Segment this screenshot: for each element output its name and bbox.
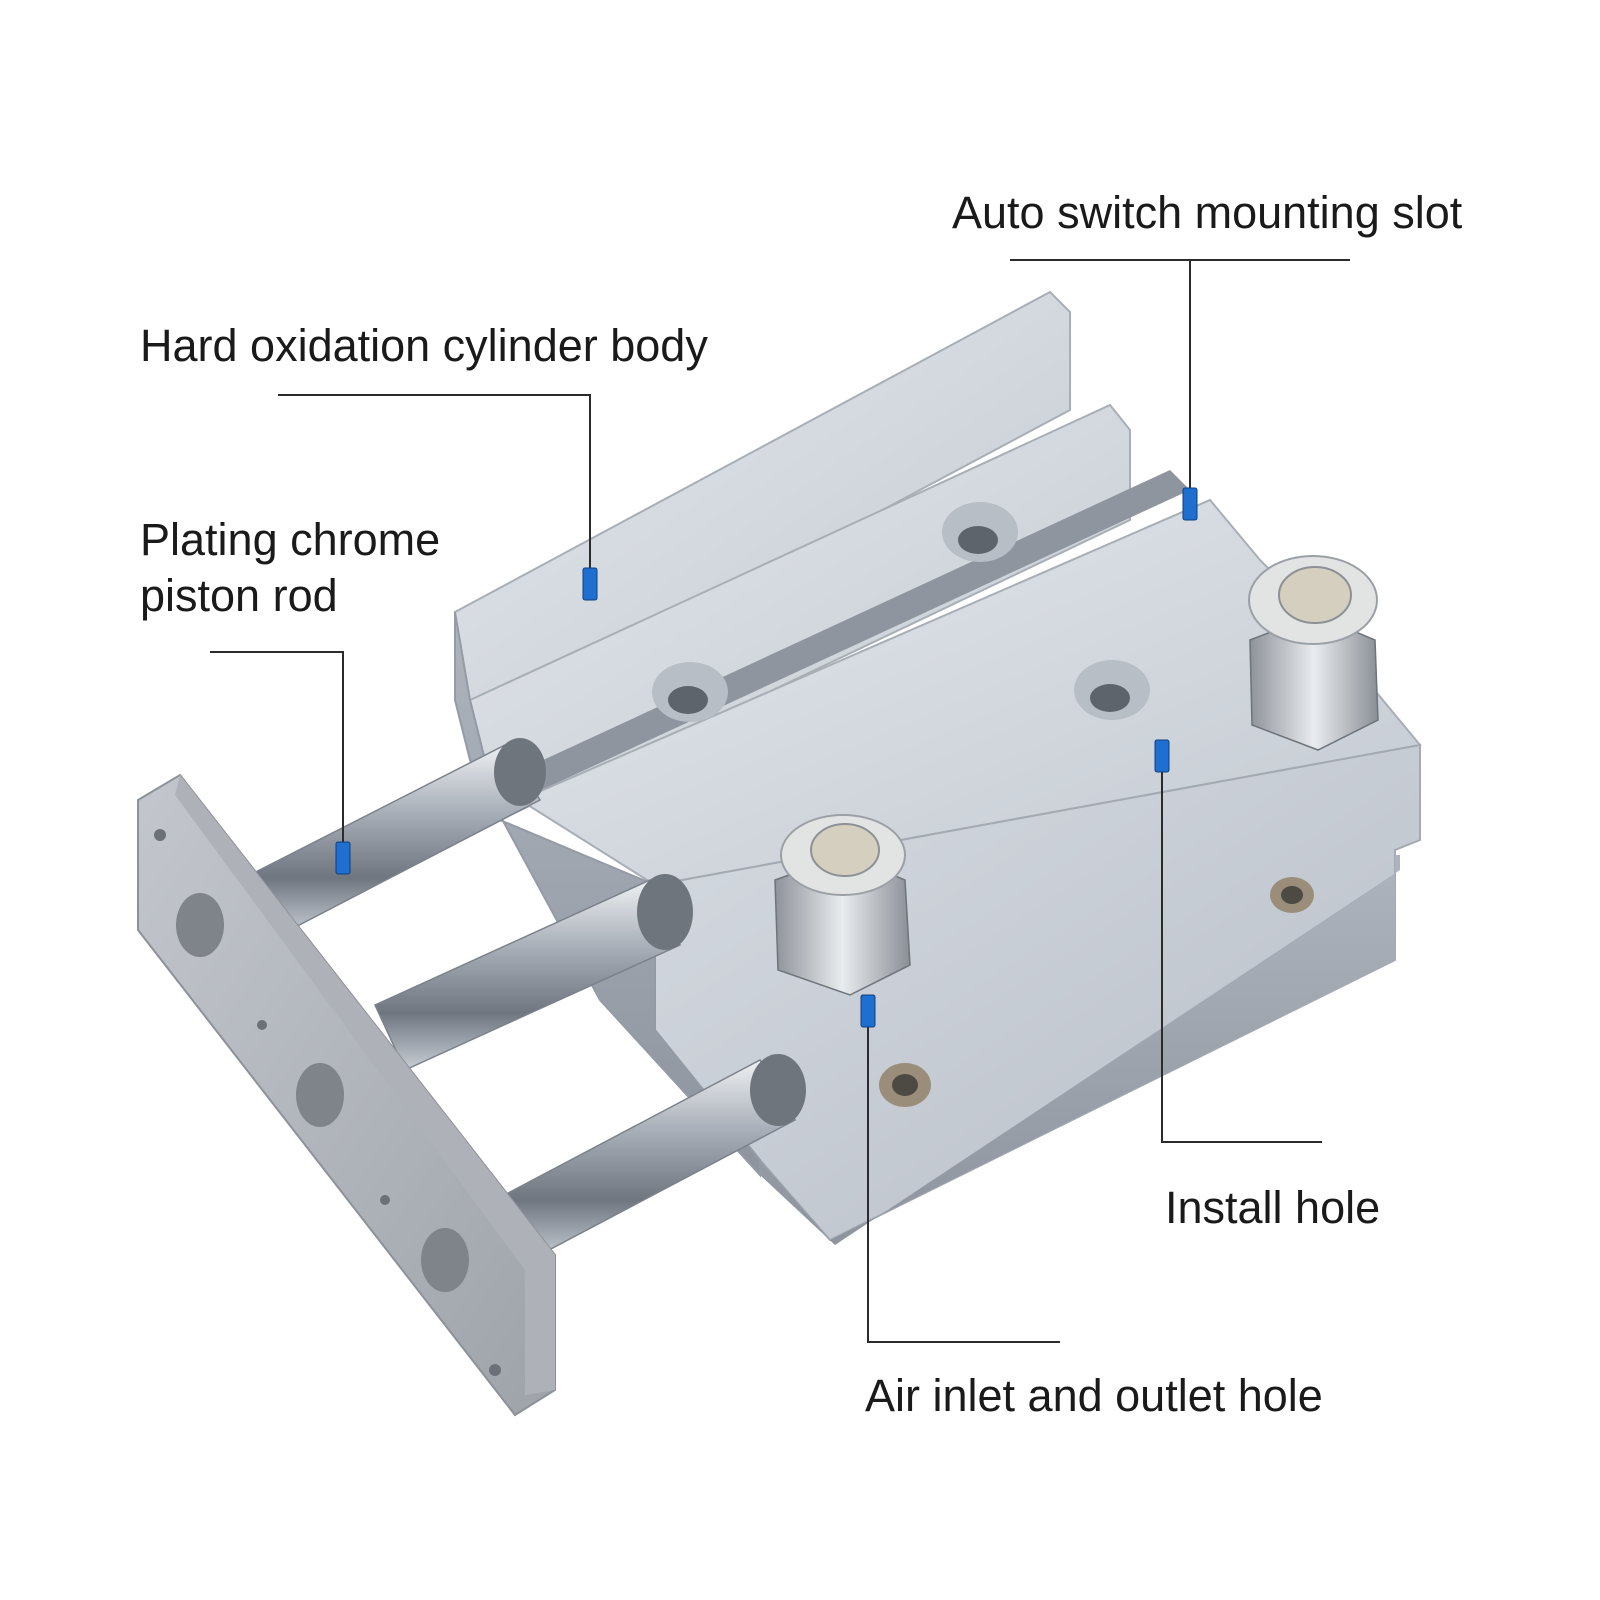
- install-hole-inner: [1090, 684, 1130, 712]
- label-piston-rod-line2: piston rod: [140, 570, 338, 621]
- label-piston-rod-line1: Plating chrome: [140, 514, 441, 565]
- fitting-front: [774, 814, 911, 996]
- plate-screw-3: [380, 1195, 390, 1205]
- plate-screw-4: [489, 1364, 501, 1376]
- marker-air: [860, 994, 876, 1028]
- piston-rods: [238, 738, 806, 1261]
- label-piston-rod: Plating chrome piston rod: [140, 512, 560, 624]
- label-air-hole: Air inlet and outlet hole: [865, 1370, 1323, 1421]
- marker-slot: [1182, 487, 1198, 521]
- label-install-hole: Install hole: [1165, 1182, 1381, 1233]
- marker-body: [582, 567, 598, 601]
- top-hole-1-inner: [958, 526, 998, 554]
- leader-install: [1161, 750, 1322, 1143]
- label-cylinder-body: Hard oxidation cylinder body: [140, 320, 708, 371]
- plate-screw-1: [154, 829, 166, 841]
- leader-air: [867, 1005, 1060, 1343]
- label-auto-switch-slot: Auto switch mounting slot: [952, 187, 1463, 238]
- rod-bushing-3: [750, 1054, 806, 1126]
- marker-install: [1154, 739, 1170, 773]
- fitting-rear-bore: [1278, 566, 1352, 624]
- leader-lines: [210, 259, 1350, 1343]
- cylinder-body: [453, 290, 1422, 1245]
- rod-bushing-1: [494, 738, 546, 806]
- front-port-1-inner: [892, 1074, 918, 1096]
- plate-hole-2: [296, 1063, 344, 1127]
- end-plate: [137, 773, 556, 1417]
- plate-screw-2: [257, 1020, 267, 1030]
- piston-rod-middle: [374, 879, 681, 1071]
- front-port-2-inner: [1281, 886, 1303, 904]
- end-plate-edge: [175, 775, 555, 1395]
- marker-rod: [335, 841, 351, 875]
- leader-rod: [210, 651, 344, 845]
- rod-bushing-2: [637, 874, 693, 950]
- fitting-rear: [1248, 555, 1379, 751]
- leader-body: [278, 394, 591, 570]
- markers: [335, 487, 1198, 1028]
- plate-hole-3: [421, 1228, 469, 1292]
- top-hole-2-inner: [668, 686, 708, 714]
- plate-hole-1: [176, 893, 224, 957]
- fitting-front-bore: [810, 823, 880, 877]
